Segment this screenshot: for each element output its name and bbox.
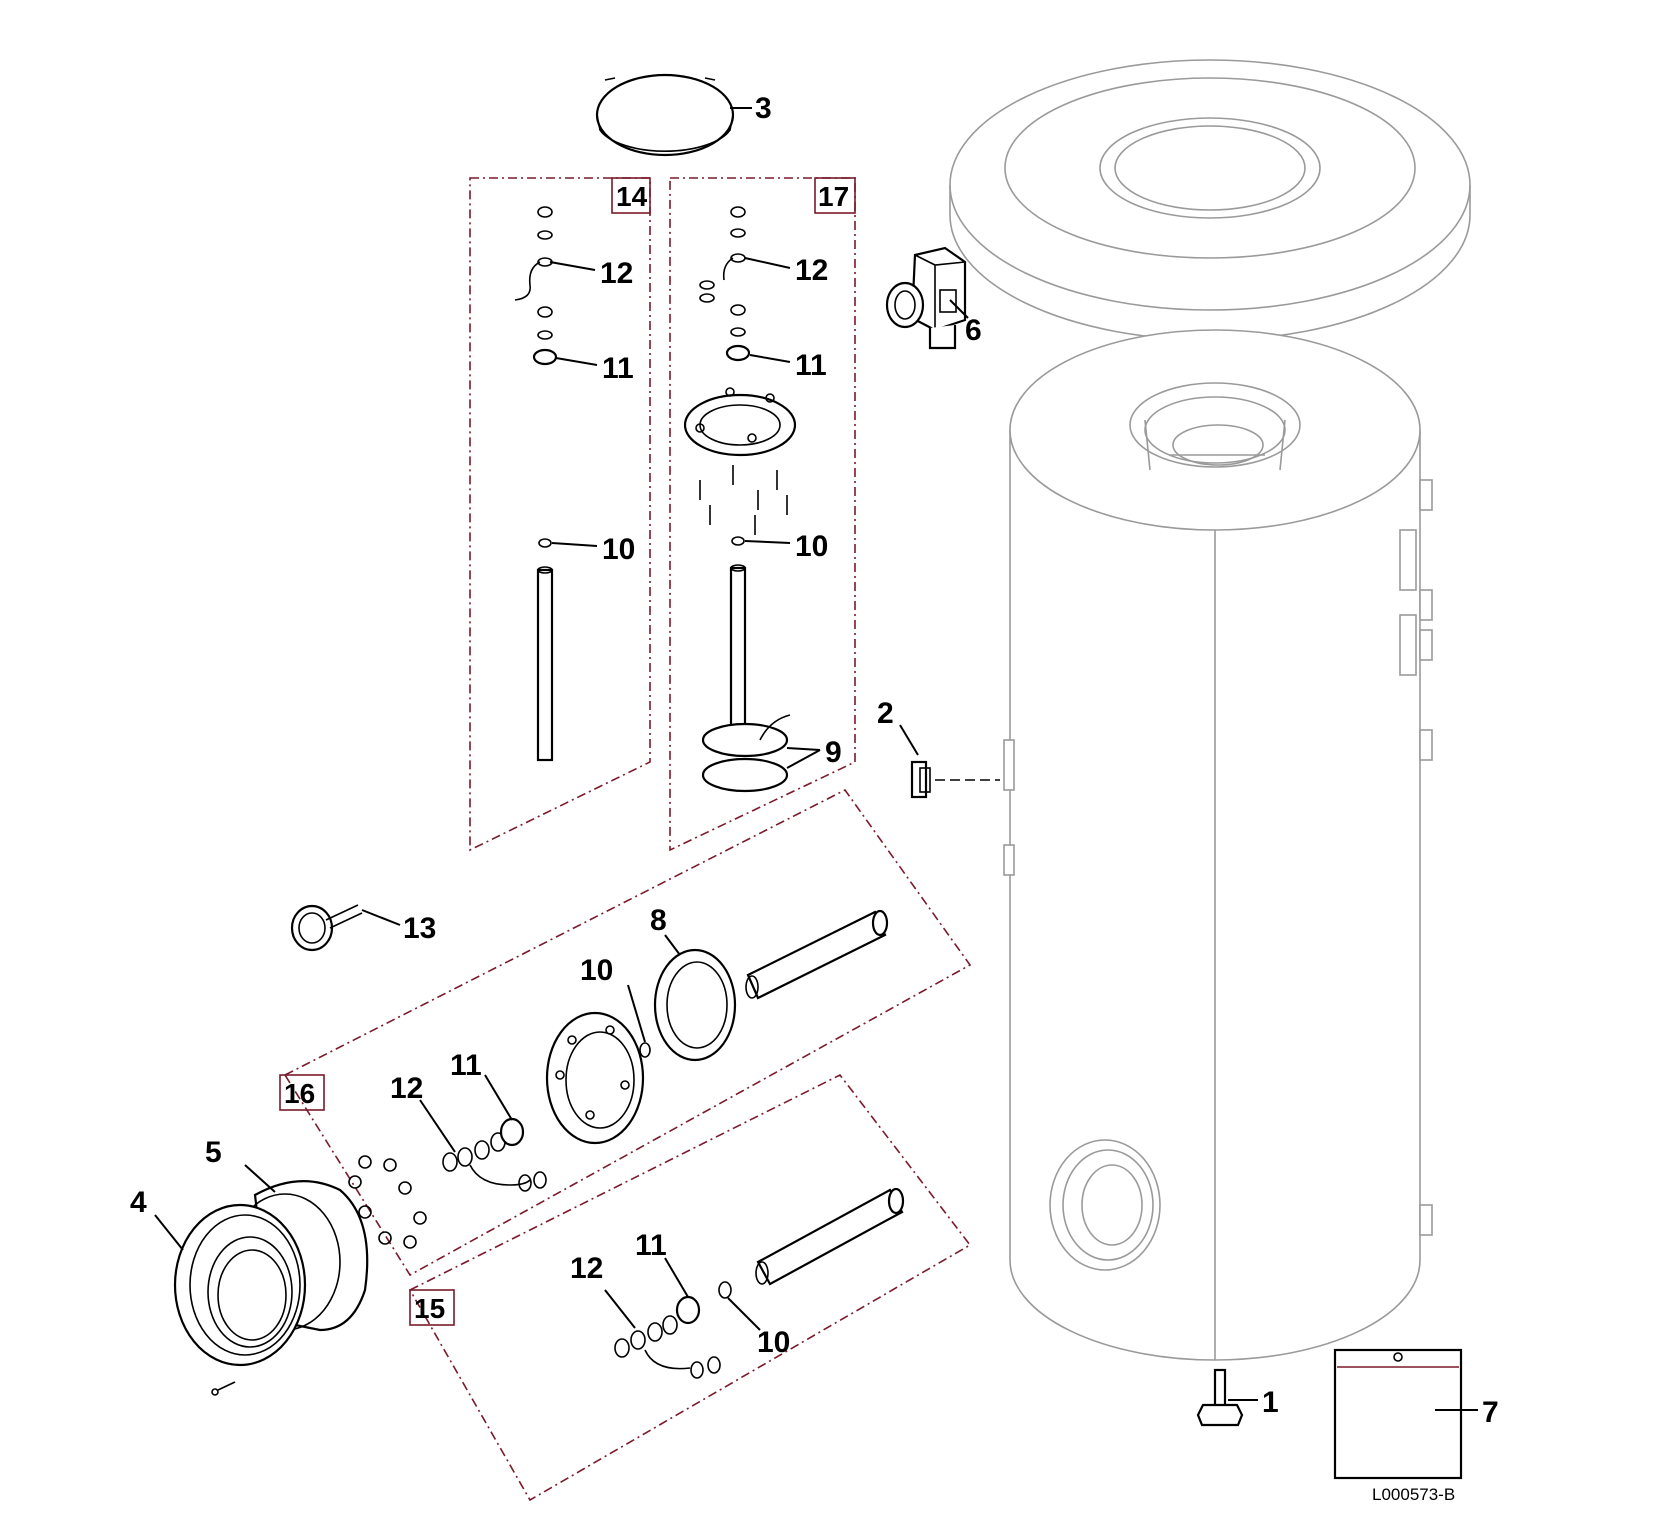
callout-11-c: 11 [450, 1049, 482, 1082]
callout-8: 8 [650, 904, 667, 937]
box15-parts: 12 11 10 [570, 1187, 905, 1379]
callout-7: 7 [1482, 1396, 1499, 1429]
callout-3: 3 [755, 92, 772, 125]
tank-lid [949, 59, 1471, 341]
callout-5: 5 [205, 1136, 222, 1169]
part-6-valve: 6 [885, 246, 982, 350]
kit-number-14: 14 [616, 181, 648, 212]
part-1-adjustable-foot: 1 [1196, 1368, 1279, 1427]
kit-box-15: 15 [408, 1073, 972, 1502]
callout-9: 9 [825, 736, 842, 769]
box16-parts: 12 11 10 8 [348, 904, 889, 1249]
callout-11-d: 11 [635, 1229, 667, 1262]
kit-box-16: 16 [279, 788, 972, 1277]
callout-2: 2 [877, 697, 894, 730]
callout-12-d: 12 [570, 1252, 603, 1285]
callout-11-a: 11 [602, 352, 634, 385]
callout-12-b: 12 [795, 254, 828, 287]
kit-number-16: 16 [284, 1078, 315, 1109]
box14-parts: 12 11 10 [514, 206, 635, 762]
kit-box-14: 14 [469, 177, 651, 852]
callout-12-a: 12 [600, 257, 633, 290]
tank-body [1003, 329, 1433, 1361]
kit-number-15: 15 [414, 1293, 445, 1324]
part-13-thermometer: 13 [290, 904, 436, 952]
callout-10-b: 10 [795, 530, 828, 563]
callout-12-c: 12 [390, 1072, 423, 1105]
kit-box-17: 17 [669, 177, 856, 852]
part-4-cover: 4 [130, 1186, 307, 1396]
callout-6: 6 [965, 314, 982, 347]
drawing-reference-code: L000573-B [1372, 1485, 1455, 1504]
callout-10-d: 10 [757, 1326, 790, 1359]
callout-13: 13 [403, 912, 436, 945]
callout-11-b: 11 [795, 349, 827, 382]
part-3-top-cover: 3 [595, 73, 772, 157]
callout-1: 1 [1262, 1386, 1279, 1419]
callout-10-c: 10 [580, 954, 613, 987]
box17-parts: 12 11 10 9 [683, 206, 842, 793]
part-2-fitting: 2 [877, 697, 1000, 799]
callout-10-a: 10 [602, 533, 635, 566]
callout-4: 4 [130, 1186, 147, 1219]
kit-number-17: 17 [818, 181, 849, 212]
part-7-document-pouch: 7 [1333, 1348, 1499, 1480]
